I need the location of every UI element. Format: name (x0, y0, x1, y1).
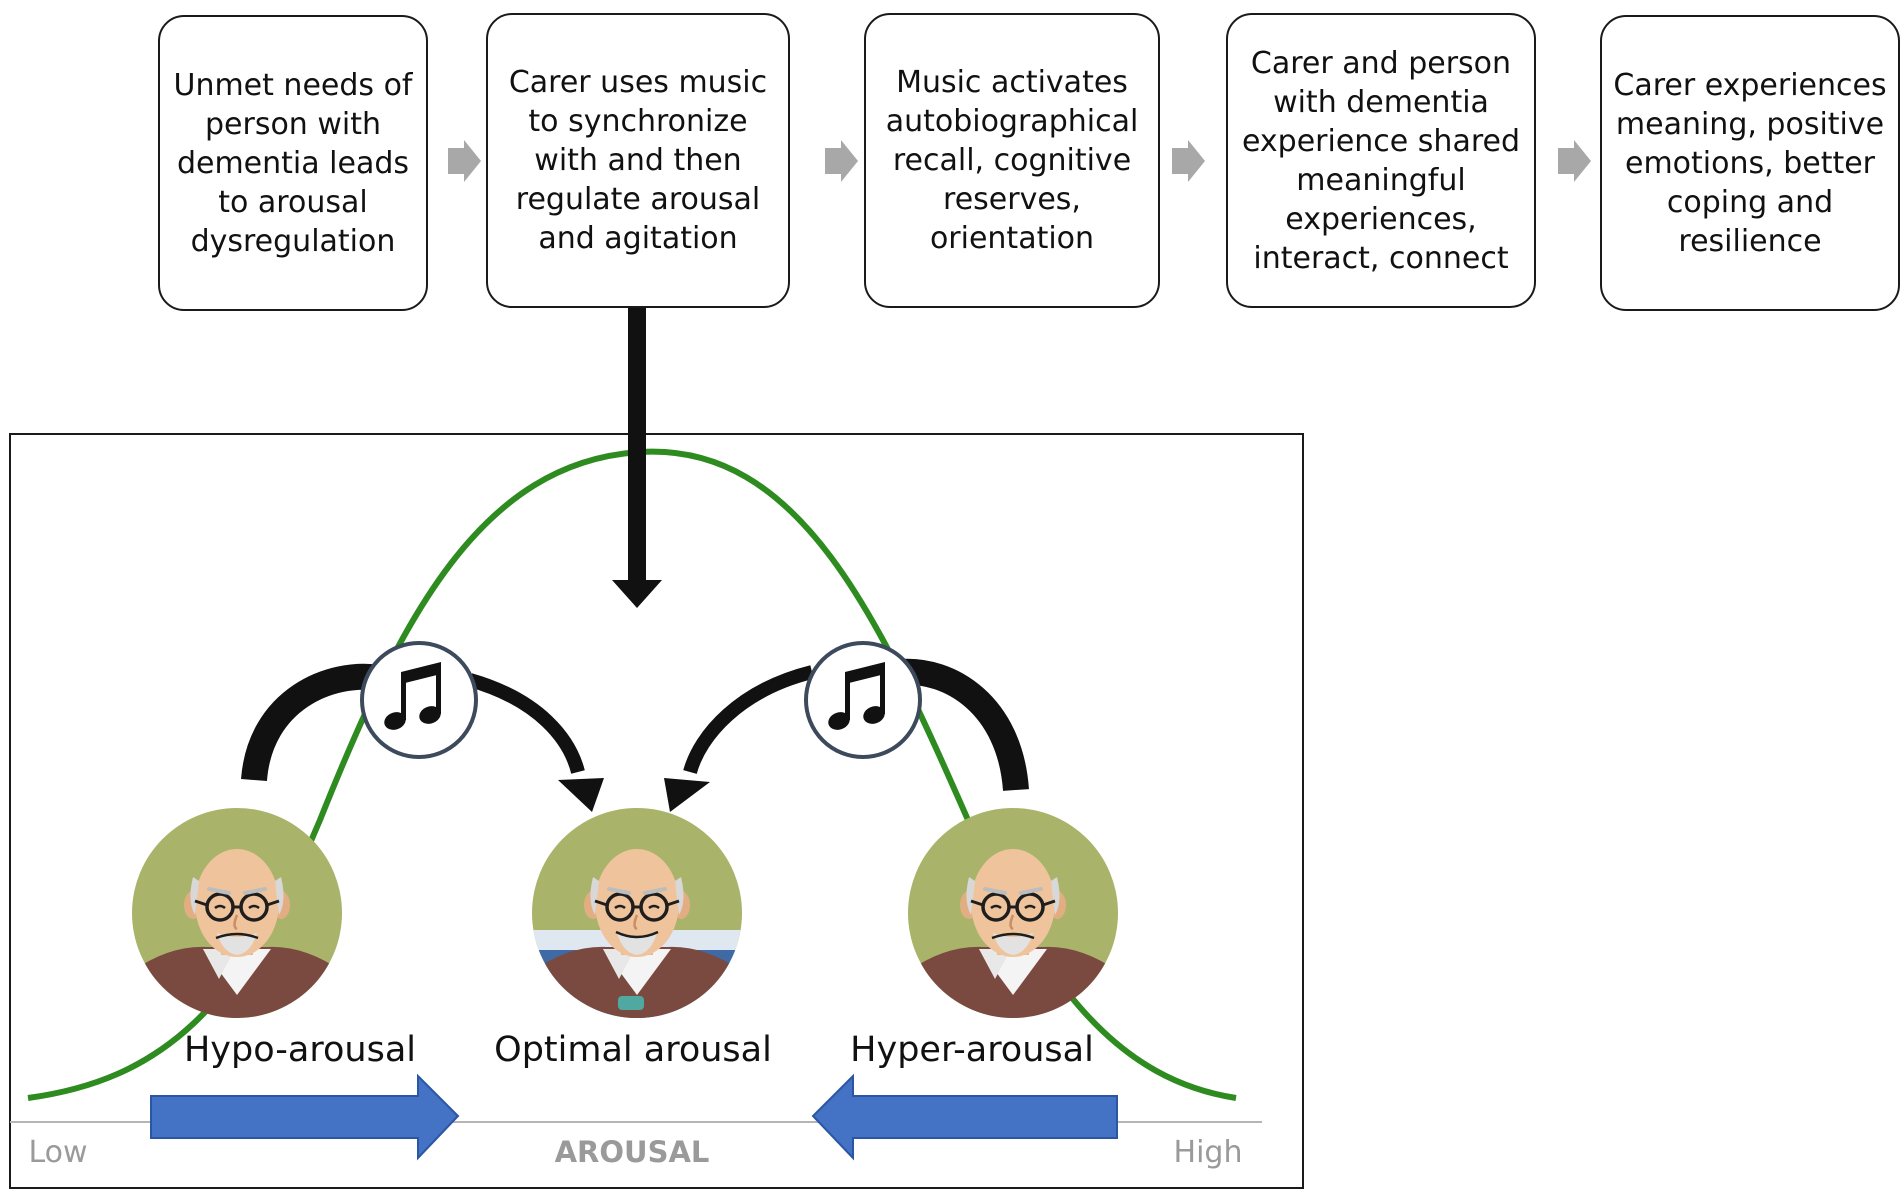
flow-box-shared-experience: Carer and person with dementia experienc… (1226, 13, 1536, 308)
hypo-to-optimal-arrow (150, 1073, 460, 1161)
axis-low-label: Low (28, 1135, 88, 1170)
axis-high-label: High (1173, 1135, 1243, 1170)
hyper-curved-arrow-head-shaft (683, 665, 814, 775)
flow-arrow-2 (825, 140, 858, 182)
flow-arrow-3 (1172, 140, 1205, 182)
flow-arrow-4 (1558, 140, 1591, 182)
flow-arrows (448, 140, 1591, 182)
hyper-curved-arrowhead (664, 778, 710, 812)
hypo-curved-arrow-tail (241, 663, 383, 782)
regulation-arrows (241, 658, 1029, 812)
music-note-icon (804, 641, 922, 759)
hyper-curved-arrow-tail (898, 658, 1029, 792)
hypo-curved-arrow-head-shaft (468, 673, 585, 774)
person-avatar-optimal (532, 808, 742, 1018)
flow-box-unmet-needs: Unmet needs of person with dementia lead… (158, 15, 428, 311)
smile-mouth (615, 930, 659, 939)
hypo-curved-arrowhead (558, 778, 604, 812)
axis-title: AROUSAL (554, 1135, 710, 1169)
optimal-arousal-label: Optimal arousal (494, 1030, 772, 1070)
flow-arrow-1 (448, 140, 481, 182)
hyper-to-optimal-arrow (811, 1073, 1118, 1161)
music-intervention-arrow (612, 265, 662, 608)
hypo-arousal-label: Hypo-arousal (183, 1030, 417, 1070)
person-avatar-hypo (132, 808, 342, 1018)
flow-box-carer-music: Carer uses music to synchronize with and… (486, 13, 790, 308)
music-note-icon (360, 641, 478, 759)
frown-mouth (215, 932, 259, 940)
flow-box-carer-outcomes: Carer experiences meaning, positive emot… (1600, 15, 1900, 311)
frown-mouth (991, 932, 1035, 940)
hyper-arousal-label: Hyper-arousal (850, 1030, 1094, 1070)
person-avatar-hyper (908, 808, 1118, 1018)
flow-box-music-activates: Music activates autobiographical recall,… (864, 13, 1160, 308)
